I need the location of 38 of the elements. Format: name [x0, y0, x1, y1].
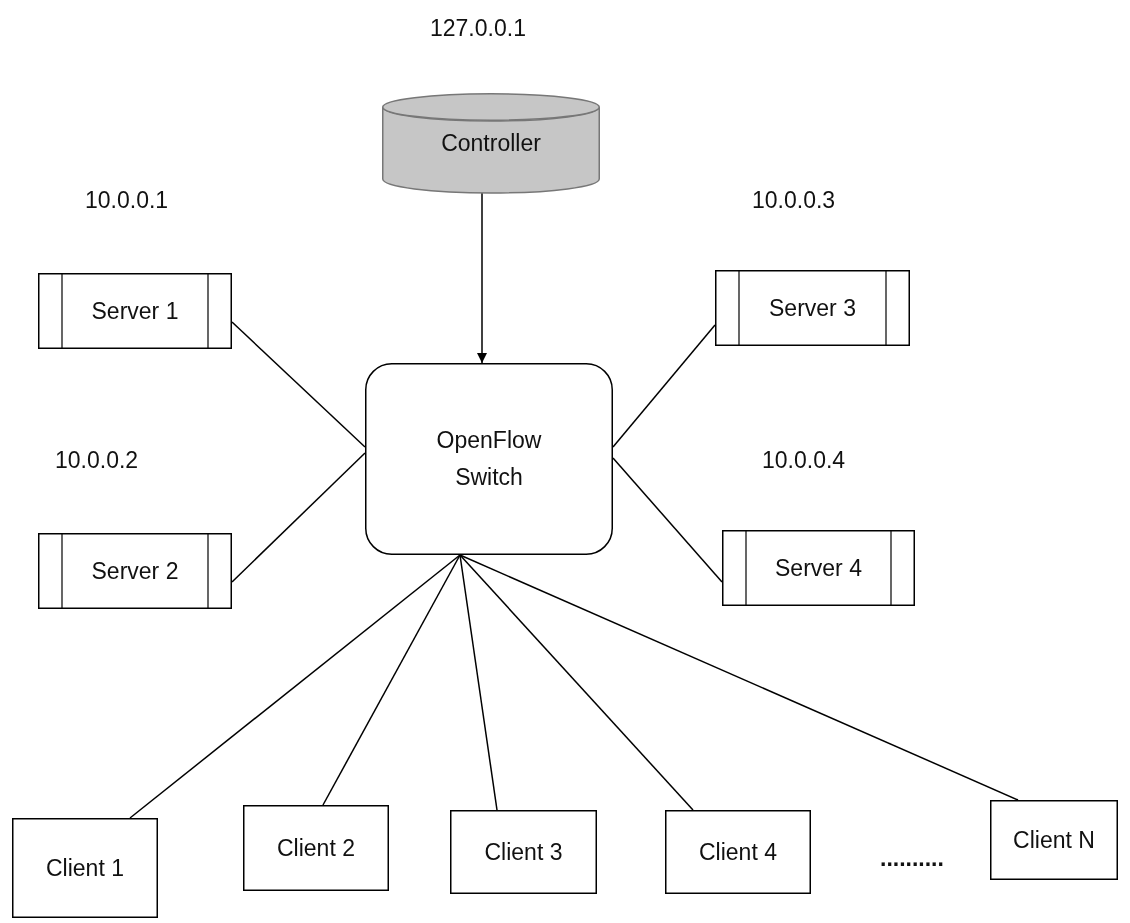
node-label: Controller — [441, 128, 541, 158]
arrow — [476, 191, 488, 364]
node-label: Server 2 — [91, 556, 179, 586]
ip-address-label: 10.0.0.3 — [752, 187, 836, 214]
connector-line — [612, 457, 723, 583]
client-box — [665, 810, 811, 894]
ip-address-label: 10.0.0.4 — [762, 447, 846, 474]
connector-line — [322, 554, 461, 806]
connector-line — [612, 324, 716, 448]
node-label: Server 3 — [769, 293, 856, 323]
client-box — [990, 800, 1118, 880]
connector-line — [129, 554, 461, 819]
server-box — [38, 273, 232, 349]
connector-line — [231, 321, 366, 448]
ip-address-label: 127.0.0.1 — [430, 15, 526, 42]
node-label: Client 2 — [277, 833, 355, 863]
connector-line — [459, 554, 1019, 801]
node-label: Client 1 — [46, 853, 124, 883]
ip-address-label: 10.0.0.1 — [85, 187, 169, 214]
client-box — [243, 805, 389, 891]
connector-line — [231, 452, 366, 583]
node-label: Server 4 — [775, 553, 862, 583]
node-label: Client 3 — [484, 837, 563, 867]
node-label: Server 1 — [91, 296, 179, 326]
client-box — [12, 818, 158, 918]
node-label: Client 4 — [699, 837, 777, 867]
ellipsis-label: .......... — [880, 845, 944, 872]
controller-cylinder — [382, 93, 600, 193]
connector-line — [459, 554, 498, 811]
node-label: Client N — [1013, 825, 1095, 855]
server-box — [38, 533, 232, 609]
switch-box — [365, 363, 613, 555]
server-box — [715, 270, 910, 346]
ip-address-label: 10.0.0.2 — [55, 447, 139, 474]
node-label: OpenFlow Switch — [435, 426, 543, 492]
client-box — [450, 810, 597, 894]
connector-line — [459, 554, 694, 811]
server-box — [722, 530, 915, 606]
